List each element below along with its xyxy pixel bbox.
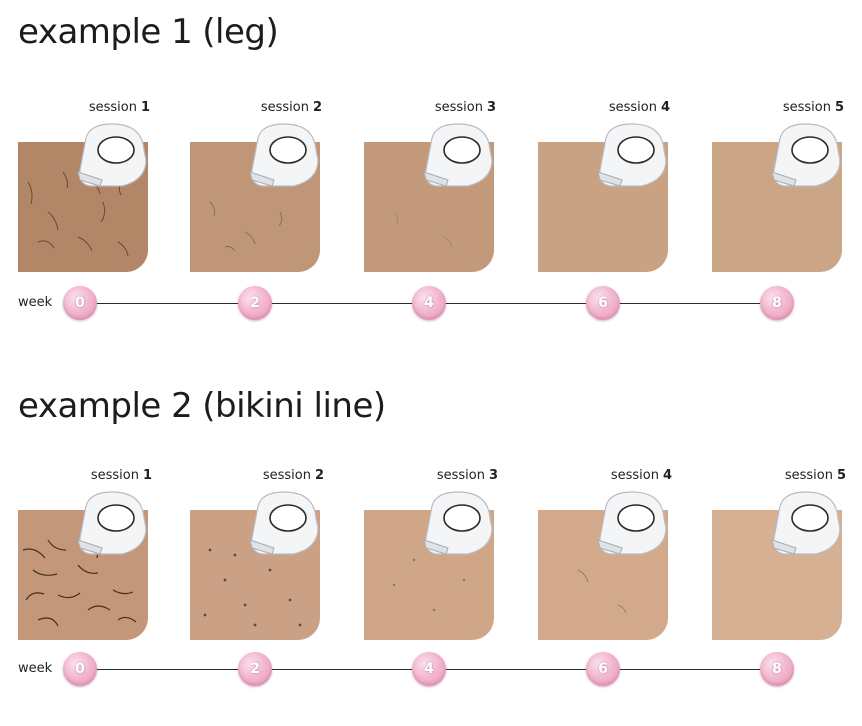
example-1-subtitle: (leg): [202, 12, 279, 52]
device-icon: [592, 488, 672, 560]
device-icon: [766, 488, 846, 560]
device-icon: [244, 488, 324, 560]
device-icon: [72, 120, 152, 192]
skin-panel-session-2: [190, 123, 320, 272]
week-badge-2: 2: [238, 652, 272, 686]
week-label: week: [18, 295, 53, 310]
skin-panel-session-5: [712, 491, 842, 640]
device-icon: [72, 488, 152, 560]
device-icon: [418, 488, 498, 560]
device-icon: [766, 120, 846, 192]
skin-panel-session-1: [18, 491, 148, 640]
week-badge-2: 2: [238, 286, 272, 320]
example-2-subtitle: (bikini line): [202, 386, 386, 426]
example-1-title: example 1(leg): [18, 12, 279, 52]
week-label: week: [18, 661, 53, 676]
skin-panel-session-1: [18, 123, 148, 272]
week-badge-0: 0: [63, 652, 97, 686]
example-2-title: example 2(bikini line): [18, 386, 386, 426]
week-badge-6: 6: [586, 652, 620, 686]
skin-panel-session-4: [538, 123, 668, 272]
week-badge-0: 0: [63, 286, 97, 320]
week-badge-8: 8: [760, 652, 794, 686]
week-badge-6: 6: [586, 286, 620, 320]
device-icon: [592, 120, 672, 192]
week-badge-4: 4: [412, 286, 446, 320]
skin-panel-session-3: [364, 123, 494, 272]
skin-panel-session-2: [190, 491, 320, 640]
week-badge-4: 4: [412, 652, 446, 686]
skin-panel-session-5: [712, 123, 842, 272]
skin-panel-session-4: [538, 491, 668, 640]
week-badge-8: 8: [760, 286, 794, 320]
skin-panel-session-3: [364, 491, 494, 640]
device-icon: [244, 120, 324, 192]
device-icon: [418, 120, 498, 192]
